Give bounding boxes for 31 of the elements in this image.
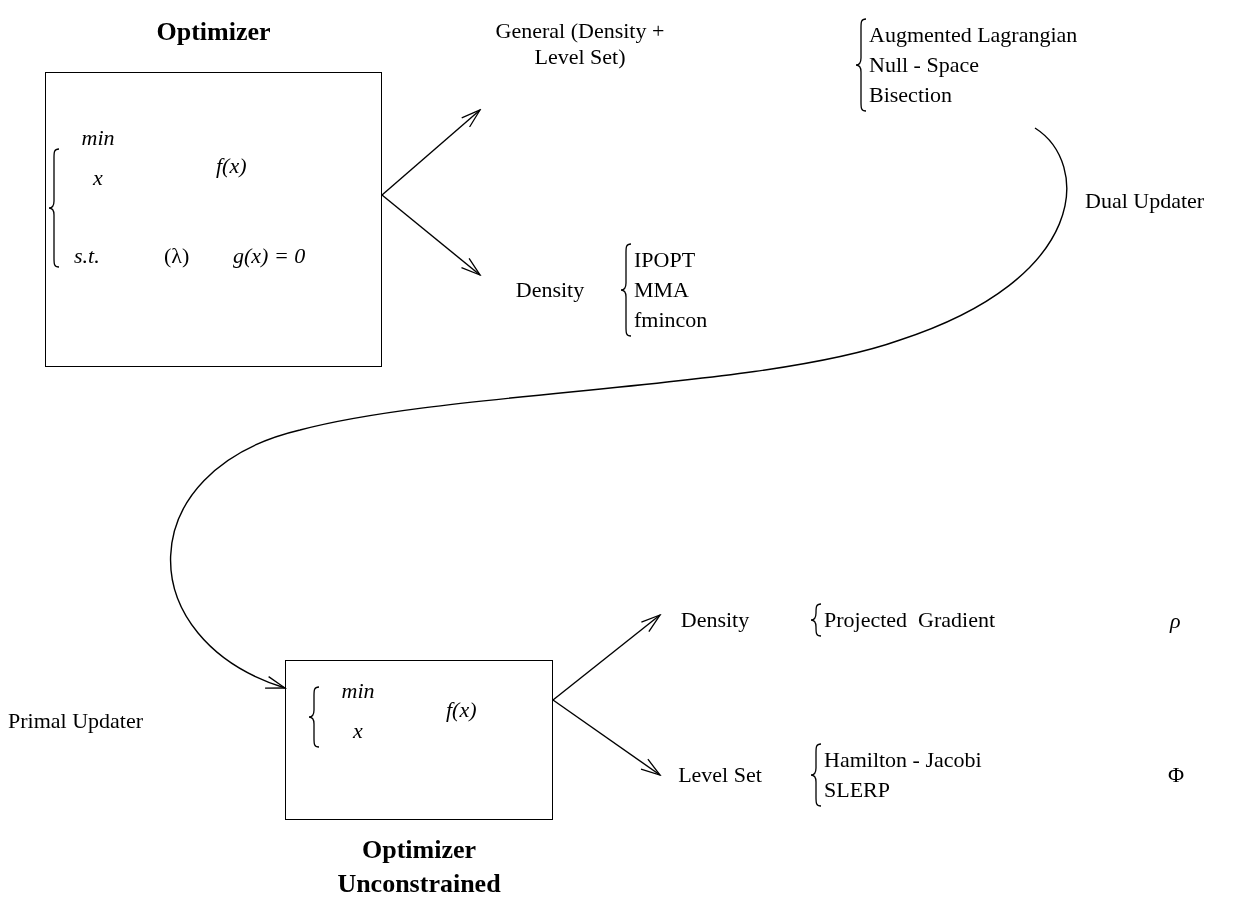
method-name: IPOPT xyxy=(634,246,697,274)
annotation-text: Φ xyxy=(1168,762,1185,788)
method-name: SLERP xyxy=(824,776,892,804)
arrow xyxy=(552,614,661,701)
branch-label: Density xyxy=(514,277,586,303)
box-heading: Optimizer Unconstrained xyxy=(336,834,502,900)
method-name: Augmented Lagrangian xyxy=(869,21,1078,49)
math-text: s.t. xyxy=(74,243,100,269)
math-text: f(x) xyxy=(216,153,247,179)
arrow xyxy=(381,109,481,196)
annotation-text: Primal Updater xyxy=(8,708,144,734)
math-text: g(x) = 0 xyxy=(233,243,306,269)
branch-label: General (Density + Level Set) xyxy=(494,18,666,70)
box-heading: Optimizer xyxy=(155,16,272,48)
math-text: min x xyxy=(340,677,376,745)
arrow xyxy=(552,699,661,776)
math-text: f(x) xyxy=(446,697,477,723)
method-name: MMA xyxy=(634,276,690,304)
method-name: Projected Gradient xyxy=(824,606,996,634)
method-name: Null - Space xyxy=(869,51,980,79)
branch-label: Level Set xyxy=(677,762,763,788)
math-text: min x xyxy=(80,124,116,192)
method-name: Bisection xyxy=(869,81,954,109)
annotation-text: ρ xyxy=(1170,608,1181,634)
method-name: Hamilton - Jacobi xyxy=(824,746,982,774)
arrow xyxy=(381,194,481,276)
curved-arrow xyxy=(169,127,1068,689)
method-name: fmincon xyxy=(634,306,708,334)
math-text: (λ) xyxy=(164,243,190,269)
branch-label: Density xyxy=(679,607,751,633)
annotation-text: Dual Updater xyxy=(1085,188,1205,214)
